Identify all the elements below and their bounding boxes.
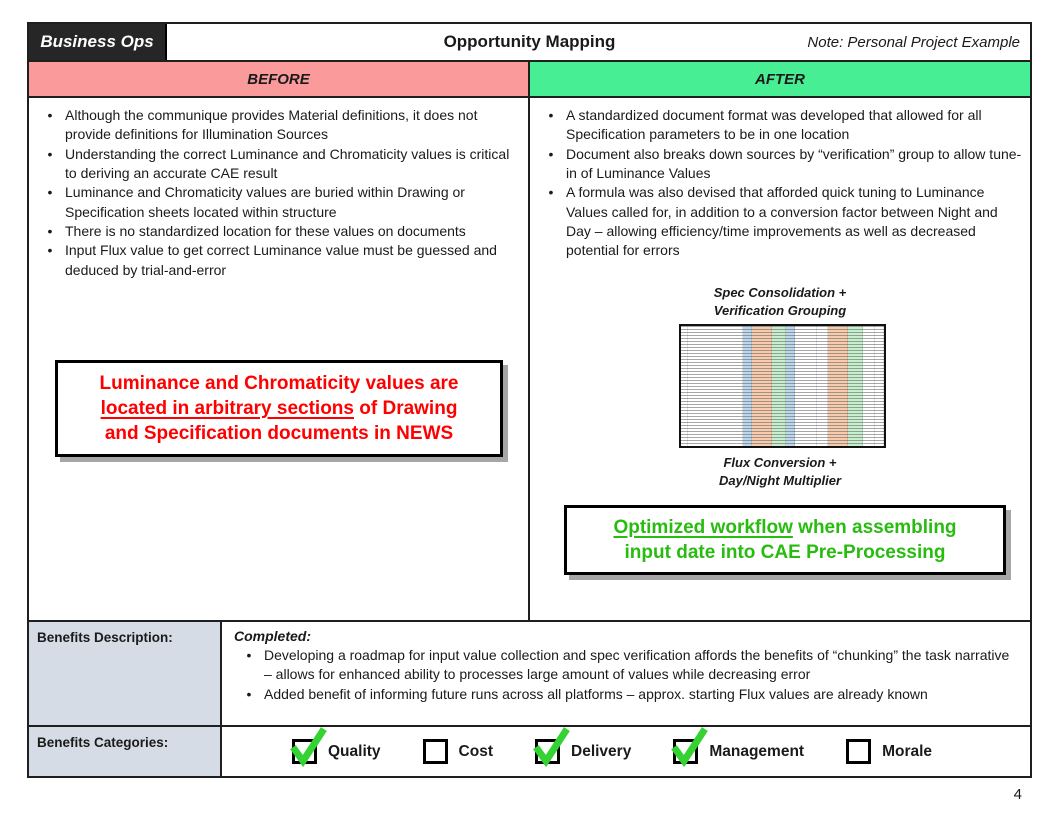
cost-checkbox[interactable] [422,739,448,764]
list-item: •Document also breaks down sources by “v… [536,145,1024,184]
category-label: Cost [458,742,493,760]
spec-sheet-caption-top: Spec Consolidation + Verification Groupi… [713,285,847,318]
after-cell: •A standardized document format was deve… [530,98,1030,620]
before-cell: •Although the communique provides Materi… [29,98,530,620]
content-row: •Although the communique provides Materi… [29,98,1030,620]
callout-line: Optimized workflow when assembling [613,517,957,538]
category-morale: Morale [846,739,932,764]
bullet-icon: • [47,242,53,259]
category-label: Quality [328,742,381,760]
callout-line: Luminance and Chromaticity values are [99,373,459,394]
list-item: •A standardized document format was deve… [536,106,1024,145]
management-checkbox[interactable] [671,727,709,768]
bullet-icon: • [548,107,554,123]
check-icon [671,727,709,768]
after-column-header: AFTER [530,62,1030,96]
benefits-description-row: Benefits Description: Completed: •Develo… [29,620,1030,725]
bullet-icon: • [548,145,554,162]
opportunity-mapping-table: Business Ops Opportunity Mapping Note: P… [27,22,1032,778]
page-number: 4 [1013,786,1022,803]
category-label: Management [709,742,805,760]
list-item: •Developing a roadmap for input value co… [234,646,1022,685]
sheet-column [752,326,772,446]
callout-line: input date into CAE Pre-Processing [624,542,946,564]
sheet-column [863,326,875,446]
benefits-description-label: Benefits Description: [29,622,222,725]
before-bullet-list: •Although the communique provides Materi… [35,106,520,280]
check-icon [290,727,327,768]
bullet-icon: • [47,184,53,201]
sheet-column [848,326,863,446]
sheet-column [828,326,848,446]
quality-checkbox[interactable] [290,727,327,768]
list-item: •Added benefit of informing future runs … [234,685,1022,704]
business-ops-badge: Business Ops [29,24,167,60]
problem-callout-box: Luminance and Chromaticity values are lo… [55,360,503,458]
list-item: •A formula was also devised that afforde… [536,183,1024,260]
spec-sheet-caption-bottom: Flux Conversion + Day/Night Multiplier [718,455,842,488]
after-bullet-list: •A standardized document format was deve… [536,106,1024,261]
list-item: •Understanding the correct Luminance and… [35,145,520,184]
morale-checkbox[interactable] [846,739,872,764]
benefits-categories-content: Quality Cost Delivery Management Morale [222,727,1030,776]
before-after-header-row: BEFORE AFTER [29,62,1030,98]
bullet-icon: • [47,222,53,239]
bullet-icon: • [47,145,53,162]
delivery-checkbox[interactable] [533,727,570,768]
bullet-icon: • [548,184,554,201]
list-item: •Although the communique provides Materi… [35,106,520,145]
bullet-icon: • [246,647,252,663]
sheet-column [681,326,688,446]
check-icon [533,727,570,768]
category-quality: Quality [290,727,381,768]
list-item: •Input Flux value to get correct Luminan… [35,241,520,280]
category-cost: Cost [422,739,493,764]
benefits-categories-row: Benefits Categories: Quality Cost Delive… [29,725,1030,776]
category-management: Management [671,727,805,768]
sheet-column [795,326,817,446]
category-label: Delivery [571,742,632,760]
callout-line: and Specification documents in NEWS [104,423,454,445]
sheet-column [688,326,743,446]
solution-callout-box: Optimized workflow when assembling input… [564,505,1006,576]
callout-line: located in arbitrary sections of Drawing [100,398,458,420]
sheet-column [772,326,786,446]
title-note: Note: Personal Project Example [807,33,1020,51]
bullet-icon: • [246,685,252,702]
sheet-column [817,326,828,446]
before-column-header: BEFORE [29,62,530,96]
sheet-column [875,326,884,446]
list-item: •There is no standardized location for t… [35,222,520,241]
spec-sheet-thumbnail [679,324,886,448]
title-row: Business Ops Opportunity Mapping Note: P… [29,24,1030,62]
category-label: Morale [882,742,933,760]
completed-label: Completed: [234,628,311,644]
bullet-icon: • [47,107,53,123]
category-delivery: Delivery [533,727,632,768]
benefits-categories-label: Benefits Categories: [29,727,222,776]
list-item: •Luminance and Chromaticity values are b… [35,183,520,222]
sheet-column [786,326,795,446]
benefits-description-content: Completed: •Developing a roadmap for inp… [222,622,1030,725]
sheet-column [743,326,752,446]
